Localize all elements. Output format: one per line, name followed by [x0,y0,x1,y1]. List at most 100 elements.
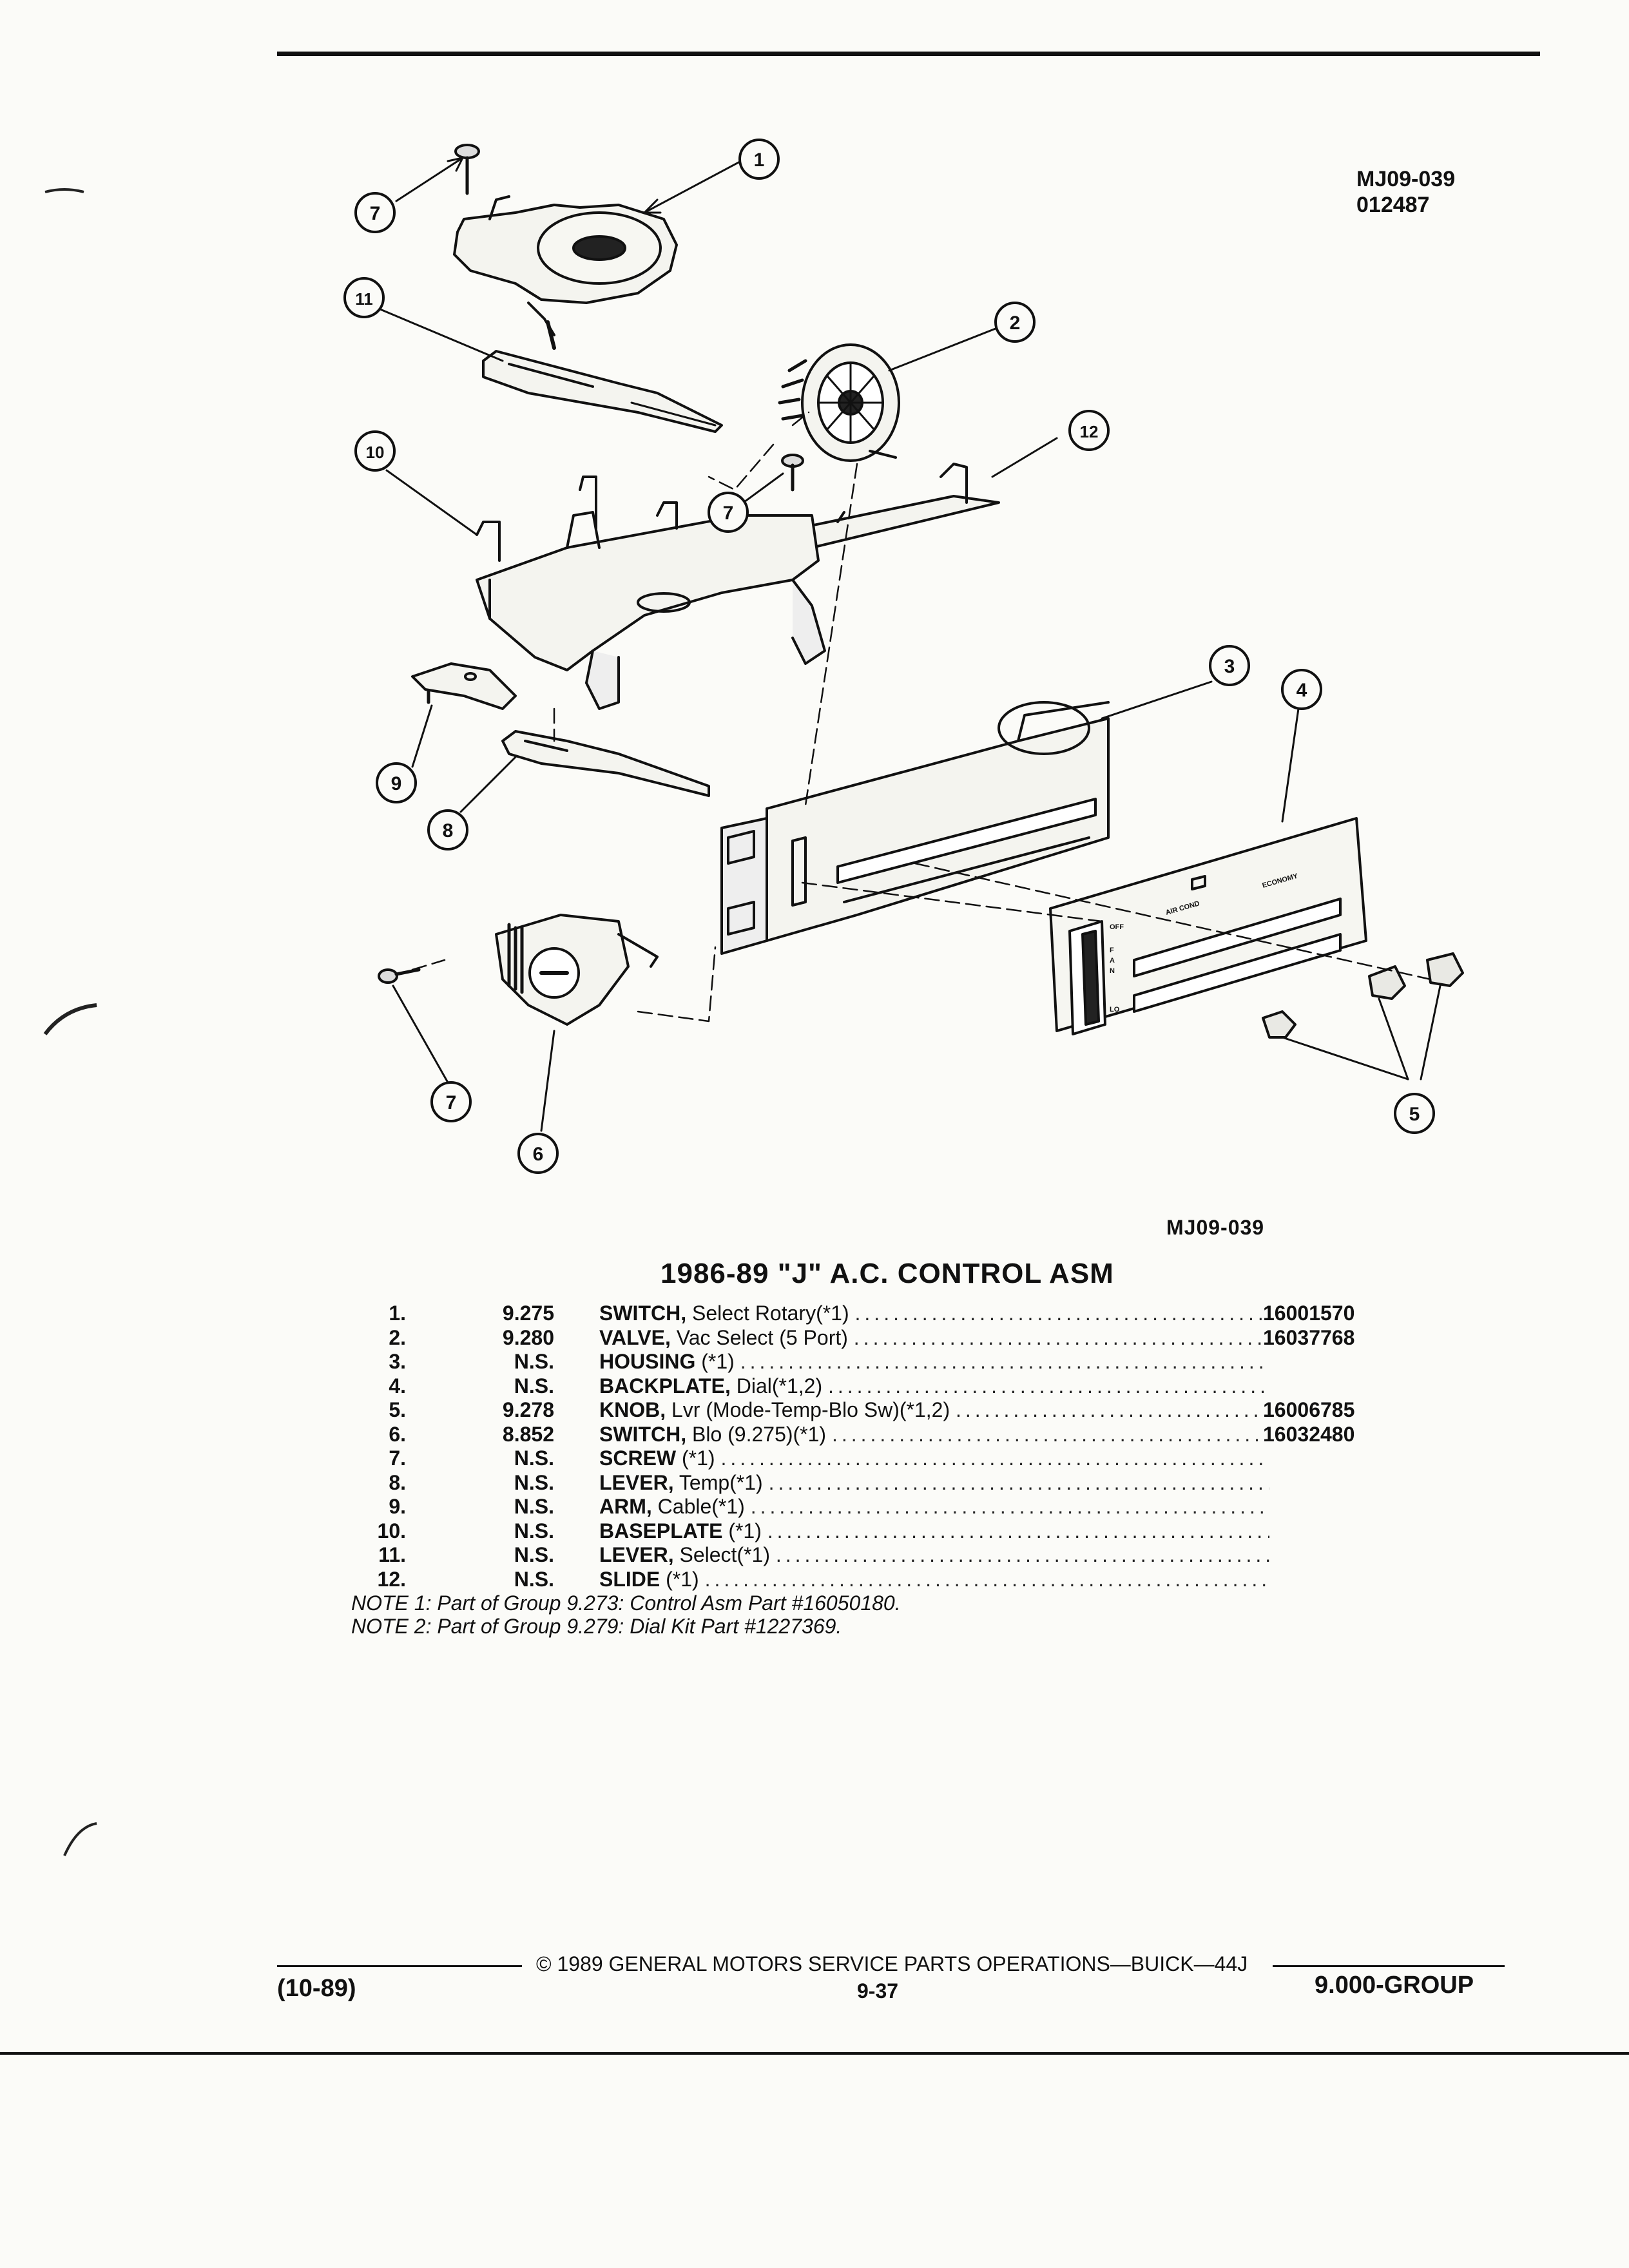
part-detail: Dial(*1,2) [730,1374,823,1398]
part-name: LEVER, [599,1470,674,1494]
callout-11: 11 [355,289,373,309]
part-group: N.S. [514,1470,554,1494]
part-number-index: 12. [377,1567,406,1591]
callout-5: 5 [1409,1104,1420,1125]
part-number-index: 5. [389,1398,406,1421]
parts-row: 11.N.S.LEVER, Select(*1) ...............… [348,1543,1405,1568]
part-description: SWITCH, Select Rotary(*1) ..............… [599,1302,1269,1326]
part-description: VALVE, Vac Select (5 Port) .............… [599,1326,1269,1350]
callout-2: 2 [1010,312,1021,334]
callout-numbers: 1 7 11 2 12 7 10 3 4 9 8 5 6 7 [355,149,1420,1165]
part-vac-valve [778,343,900,462]
part-name: VALVE, [599,1325,671,1349]
part-group: 9.280 [502,1325,554,1349]
part-description: LEVER, Select(*1) ......................… [599,1543,1269,1568]
panel-label-off: OFF [1110,923,1124,931]
part-name: BACKPLATE, [599,1374,731,1398]
top-rule [277,52,1540,56]
callout-7b: 7 [723,503,734,524]
figure-code: MJ09-039 012487 [1356,166,1455,218]
callout-7a: 7 [370,203,381,224]
panel-label-lo: LO [1110,1006,1120,1014]
note-2: NOTE 2: Part of Group 9.279: Dial Kit Pa… [351,1615,842,1638]
part-number-index: 6. [389,1422,406,1446]
part-group: N.S. [514,1374,554,1398]
part-detail: Cable(*1) [651,1495,745,1518]
part-name: SWITCH, [599,1302,687,1325]
callout-12: 12 [1080,422,1099,441]
part-detail: Blo (9.275)(*1) [686,1422,827,1446]
parts-list-title: 1986-89 "J" A.C. CONTROL ASM [660,1258,1114,1289]
leader-dots: ........................................… [704,1567,1269,1591]
part-blower-switch [495,914,659,1026]
footer-date: (10-89) [277,1975,356,2002]
footer-page: 9-37 [857,1979,899,2003]
leader-dots: ........................................… [854,1302,1269,1325]
part-group: 8.852 [502,1422,554,1446]
part-group: N.S. [514,1446,554,1470]
part-name: SWITCH, [599,1422,687,1446]
part-number: 16032480 [1263,1422,1355,1446]
callout-4: 4 [1296,680,1307,701]
part-description: SWITCH, Blo (9.275)(*1) ................… [599,1423,1269,1447]
part-select-switch [453,195,678,350]
leader-lines [379,157,1441,1132]
part-temp-lever [501,730,710,797]
leader-dots: ........................................… [767,1519,1269,1542]
part-select-lever [482,350,723,433]
callout-3: 3 [1224,656,1235,677]
part-description: HOUSING (*1) ...........................… [599,1350,1269,1374]
panel-label-f: F [1110,947,1114,954]
part-number-index: 2. [389,1325,406,1349]
screw-left [378,968,421,984]
part-detail: (*1) [660,1567,699,1591]
part-group: 9.275 [502,1302,554,1325]
leader-dots: ........................................… [828,1374,1269,1398]
part-description: LEVER, Temp(*1) ........................… [599,1471,1269,1495]
leader-dots: ........................................… [740,1350,1269,1373]
part-name: ARM, [599,1495,652,1518]
note-1: NOTE 1: Part of Group 9.273: Control Asm… [351,1591,901,1615]
part-number-index: 1. [389,1302,406,1325]
part-housing [720,701,1110,955]
footer-copyright: © 1989 GENERAL MOTORS SERVICE PARTS OPER… [536,1952,1248,1975]
parts-row: 12.N.S.SLIDE (*1) ......................… [348,1568,1405,1592]
part-detail: (*1) [695,1350,735,1373]
callout-9: 9 [391,773,402,794]
part-number: 16037768 [1263,1325,1355,1349]
part-detail: (*1) [722,1519,762,1542]
part-detail: Temp(*1) [673,1470,763,1494]
part-number-index: 7. [389,1446,406,1470]
part-group: N.S. [514,1519,554,1542]
part-name: SCREW [599,1446,677,1470]
callout-8: 8 [443,820,454,841]
bottom-rule [0,2052,1629,2055]
part-detail: Lvr (Mode-Temp-Blo Sw)(*1,2) [666,1398,950,1421]
leader-dots: ........................................… [831,1422,1269,1446]
parts-row: 1. 9.275 SWITCH, Select Rotary(*1) .......… [348,1302,1405,1326]
parts-row: 9.N.S.ARM, Cable(*1) ...................… [348,1495,1405,1519]
parts-row: 6. 8.852 SWITCH, Blo (9.275)(*1) .........… [348,1423,1405,1447]
part-number-index: 9. [389,1495,406,1518]
part-detail: Select(*1) [673,1543,770,1566]
part-backplate [1049,817,1367,1035]
part-number-index: 3. [389,1350,406,1373]
part-detail: (*1) [676,1446,715,1470]
part-group: N.S. [514,1350,554,1373]
parts-row: 4. N.S. BACKPLATE, Dial(*1,2) ............… [348,1374,1405,1399]
part-number-index: 4. [389,1374,406,1398]
part-group: N.S. [514,1543,554,1566]
panel-label-a: A [1110,957,1115,965]
parts-list: 1. 9.275 SWITCH, Select Rotary(*1) .......… [348,1302,1405,1591]
part-number-index: 10. [377,1519,406,1542]
part-number: 16006785 [1263,1398,1355,1421]
callout-10: 10 [366,443,385,462]
leader-dots: ........................................… [750,1495,1269,1518]
part-detail: Vac Select (5 Port) [670,1325,848,1349]
part-name: BASEPLATE [599,1519,723,1542]
callout-1: 1 [754,149,765,171]
part-name: LEVER, [599,1543,674,1566]
part-cable-arm [411,662,517,710]
part-description: KNOB, Lvr (Mode-Temp-Blo Sw)(*1,2) .....… [599,1398,1269,1423]
part-name: KNOB, [599,1398,666,1421]
